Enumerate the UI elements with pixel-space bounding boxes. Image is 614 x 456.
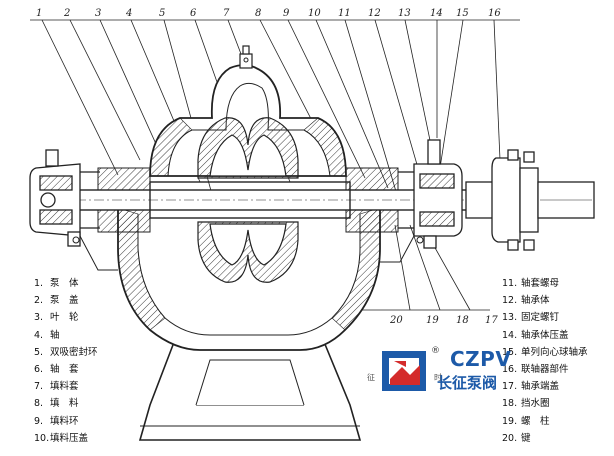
support-lines bbox=[79, 235, 415, 271]
legend-item: 4.轴 bbox=[34, 329, 60, 341]
casing-bolts bbox=[72, 57, 424, 244]
callout-14: 14 bbox=[430, 8, 443, 19]
callout-4: 4 bbox=[125, 8, 132, 19]
brand-name-cn: 长征泵阀 bbox=[437, 374, 498, 392]
callout-10: 10 bbox=[308, 8, 321, 19]
callout-9: 9 bbox=[283, 8, 290, 19]
callout-19: 19 bbox=[426, 315, 439, 326]
parts-legend-left: 1.泵 体 2.泵 盖 3.叶 轮 4.轴 5.双吸密封环 6.轴 套 7.填料… bbox=[34, 275, 98, 447]
bottom-callout-numbers: 20 19 18 17 bbox=[389, 315, 498, 326]
pump-base bbox=[138, 336, 362, 441]
legend-item: 13. 固定螺钉 bbox=[502, 312, 560, 324]
legend-item: 14. 轴承体压盖 bbox=[502, 329, 569, 341]
legend-item: 6.轴 套 bbox=[34, 364, 79, 376]
callout-17: 17 bbox=[485, 315, 498, 326]
callout-2: 2 bbox=[63, 8, 70, 19]
parts-legend-right: 11. 轴套螺母 12. 轴承体 13. 固定螺钉 14. 轴承体压盖 15. … bbox=[502, 275, 588, 447]
legend-item: 7.填料套 bbox=[34, 381, 79, 393]
left-bearing-housing bbox=[29, 149, 100, 247]
callout-18: 18 bbox=[456, 315, 469, 326]
callout-20: 20 bbox=[389, 315, 403, 326]
callout-6: 6 bbox=[190, 8, 197, 19]
czpv-logo: ® CZPV 长征泵阀 bbox=[380, 346, 532, 398]
legend-item: 12. 轴承体 bbox=[502, 295, 550, 307]
legend-item: 2.泵 盖 bbox=[34, 295, 79, 307]
legend-item: 9.填料环 bbox=[34, 415, 79, 427]
legend-item: 15. 单列向心球轴承 bbox=[502, 346, 588, 358]
legend-item: 18. 挡水圈 bbox=[502, 398, 550, 410]
callout-16: 16 bbox=[488, 8, 501, 19]
right-bearing-housing bbox=[398, 139, 463, 249]
legend-item: 3.叶 轮 bbox=[34, 312, 79, 324]
watermark-right: 时 bbox=[434, 373, 442, 382]
legend-item: 10.填料压盖 bbox=[34, 432, 89, 444]
casing-hatched-walls bbox=[117, 117, 381, 331]
registered-mark: ® bbox=[431, 346, 440, 356]
czpv-logo-mark-icon bbox=[382, 351, 426, 391]
callout-15: 15 bbox=[456, 8, 469, 19]
legend-item: 5.双吸密封环 bbox=[34, 346, 98, 358]
callout-5: 5 bbox=[159, 8, 165, 19]
legend-item: 20. 键 bbox=[502, 432, 531, 444]
stuffing-boxes bbox=[97, 167, 399, 233]
impeller bbox=[197, 117, 299, 283]
watermark-left: 征 bbox=[367, 373, 375, 382]
top-callout-numbers: 1 2 3 4 5 6 7 8 9 10 11 12 13 14 15 16 bbox=[36, 8, 501, 19]
brand-name-en: CZPV bbox=[450, 347, 512, 371]
callout-1: 1 bbox=[36, 8, 42, 19]
legend-item: 17. 轴承端盖 bbox=[502, 381, 560, 393]
callout-12: 12 bbox=[368, 8, 381, 19]
callout-3: 3 bbox=[95, 8, 101, 19]
callout-8: 8 bbox=[255, 8, 261, 19]
callout-7: 7 bbox=[223, 8, 230, 19]
callout-13: 13 bbox=[398, 8, 411, 19]
legend-item: 16. 联轴器部件 bbox=[502, 364, 569, 376]
coupling bbox=[465, 149, 595, 251]
legend-item: 19. 螺 柱 bbox=[502, 415, 550, 427]
legend-item: 1.泵 体 bbox=[34, 278, 79, 289]
shaft bbox=[39, 181, 481, 219]
callout-11: 11 bbox=[338, 8, 351, 19]
legend-item: 11. 轴套螺母 bbox=[502, 278, 560, 289]
legend-item: 8.填 料 bbox=[34, 398, 79, 410]
